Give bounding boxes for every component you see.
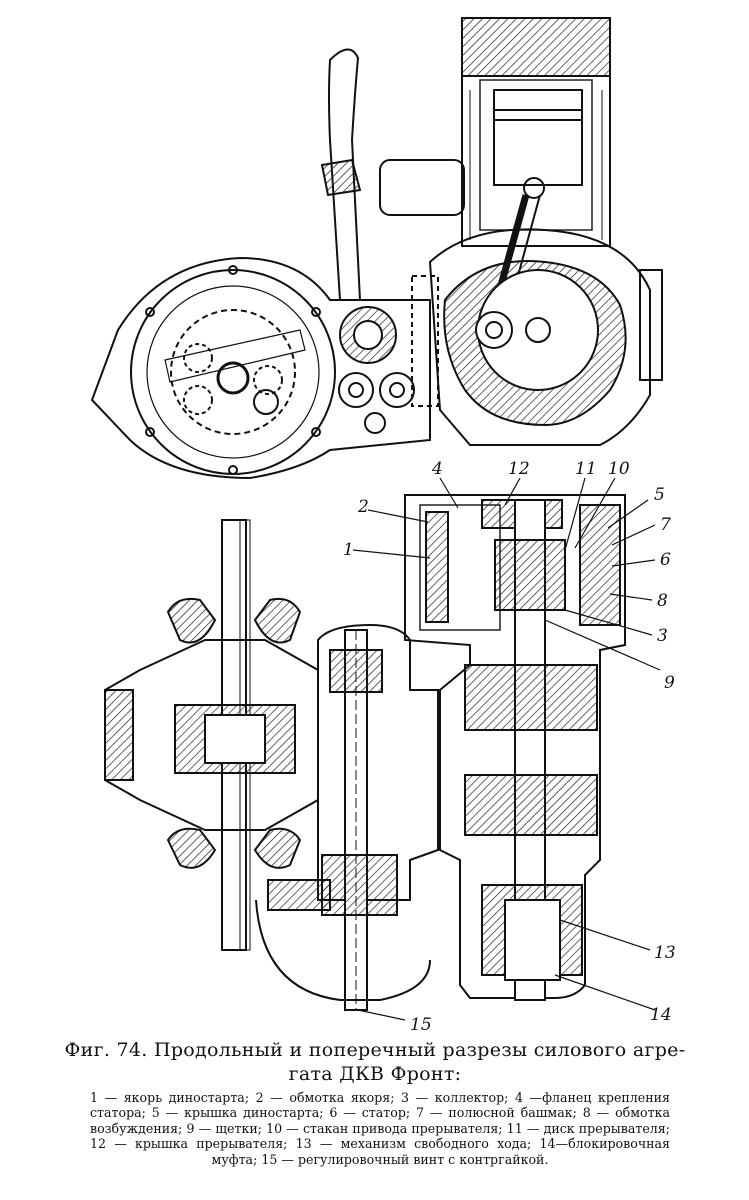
callout-5: 5 — [654, 485, 665, 505]
callout-9: 9 — [664, 673, 675, 693]
figure-legend: 1 — якорь диностарта; 2 — обмотка якоря;… — [90, 1090, 670, 1167]
figure-caption: Фиг. 74. Продольный и поперечный разрезы… — [40, 1038, 710, 1086]
callout-3: 3 — [657, 626, 668, 646]
callout-14: 14 — [650, 1005, 672, 1025]
callout-13: 13 — [654, 943, 676, 963]
callout-7: 7 — [660, 515, 671, 535]
gearbox-section — [104, 494, 626, 1011]
caption-line-1: Фиг. 74. Продольный и поперечный разрезы… — [64, 1039, 686, 1061]
callout-2: 2 — [357, 497, 369, 517]
callout-11: 11 — [575, 459, 597, 479]
callout-10: 10 — [608, 459, 630, 479]
callout-4: 4 — [431, 459, 443, 479]
callout-15: 15 — [410, 1015, 432, 1035]
caption-line-2: гата ДКВ Фронт: — [288, 1063, 462, 1085]
callout-8: 8 — [657, 591, 668, 611]
technical-drawing: 4 12 11 10 5 2 7 1 6 8 3 9 13 14 15 — [90, 17, 676, 1035]
leader-lines — [352, 477, 661, 1021]
callout-12: 12 — [508, 459, 530, 479]
callout-6: 6 — [660, 550, 671, 570]
engine-cross-section — [90, 17, 663, 480]
callout-1: 1 — [343, 540, 354, 560]
